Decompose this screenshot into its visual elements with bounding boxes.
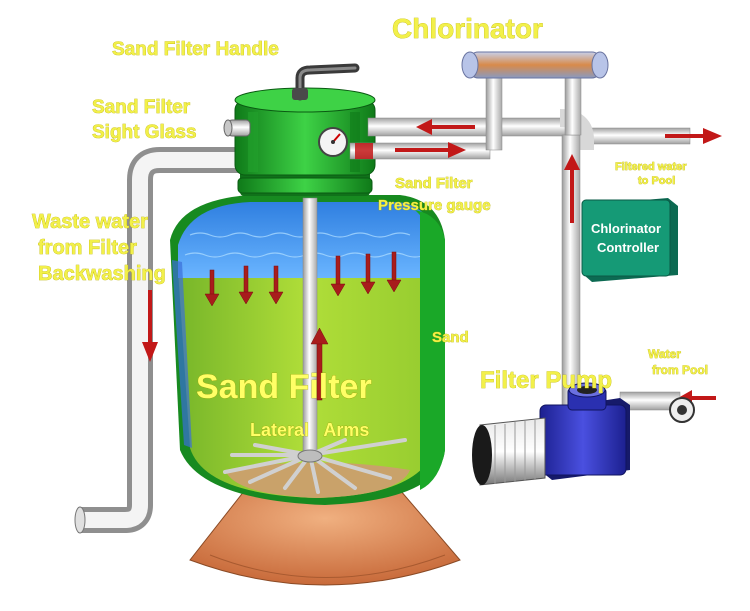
label-chlorinator: Chlorinator: [392, 13, 543, 44]
label-filtered-line1: Filtered water: [615, 161, 687, 173]
sand-filter-handle: [292, 63, 360, 101]
label-sand-filter-handle: Sand Filter Handle: [112, 39, 279, 60]
lateral-arms: [223, 438, 407, 494]
controller-label-line2: Controller: [597, 240, 659, 255]
pressure-gauge: [318, 127, 348, 157]
sight-glass: [223, 119, 251, 137]
sand-filter-head: [234, 87, 376, 196]
filter-base: [189, 489, 461, 586]
pipe-flow-arrows: [142, 119, 722, 406]
label-sand-filter-title: Sand Filter: [196, 368, 372, 406]
label-sight-glass-line1: Sand Filter: [92, 97, 191, 118]
downflow-arrows: [204, 251, 402, 307]
label-sand: Sand: [432, 329, 469, 346]
chlorinator-controller: Chlorinator Controller: [581, 198, 678, 282]
waste-pipe: [74, 147, 240, 534]
label-filtered-line2: to Pool: [638, 175, 675, 187]
label-sight-glass-line2: Sight Glass: [92, 122, 197, 143]
label-water-from-pool-line2: from Pool: [652, 363, 708, 377]
label-filter-pump: Filter Pump: [480, 367, 612, 394]
label-pressure-line1: Sand Filter: [395, 175, 473, 192]
filter-pump: [472, 382, 695, 486]
label-water-from-pool-line1: Water: [648, 347, 681, 361]
standpipe: [302, 197, 318, 459]
upflow-arrow: [310, 327, 329, 401]
controller-label-line1: Chlorinator: [591, 221, 661, 236]
label-waste-line2: from Filter: [38, 237, 137, 259]
label-waste-line1: Waste water: [32, 211, 148, 233]
label-pressure-line2: Pressure gauge: [378, 197, 491, 214]
label-lateral-arms: Lateral Arms: [250, 420, 369, 440]
label-waste-line3: Backwashing: [38, 263, 166, 285]
chlorinator: [461, 51, 609, 79]
